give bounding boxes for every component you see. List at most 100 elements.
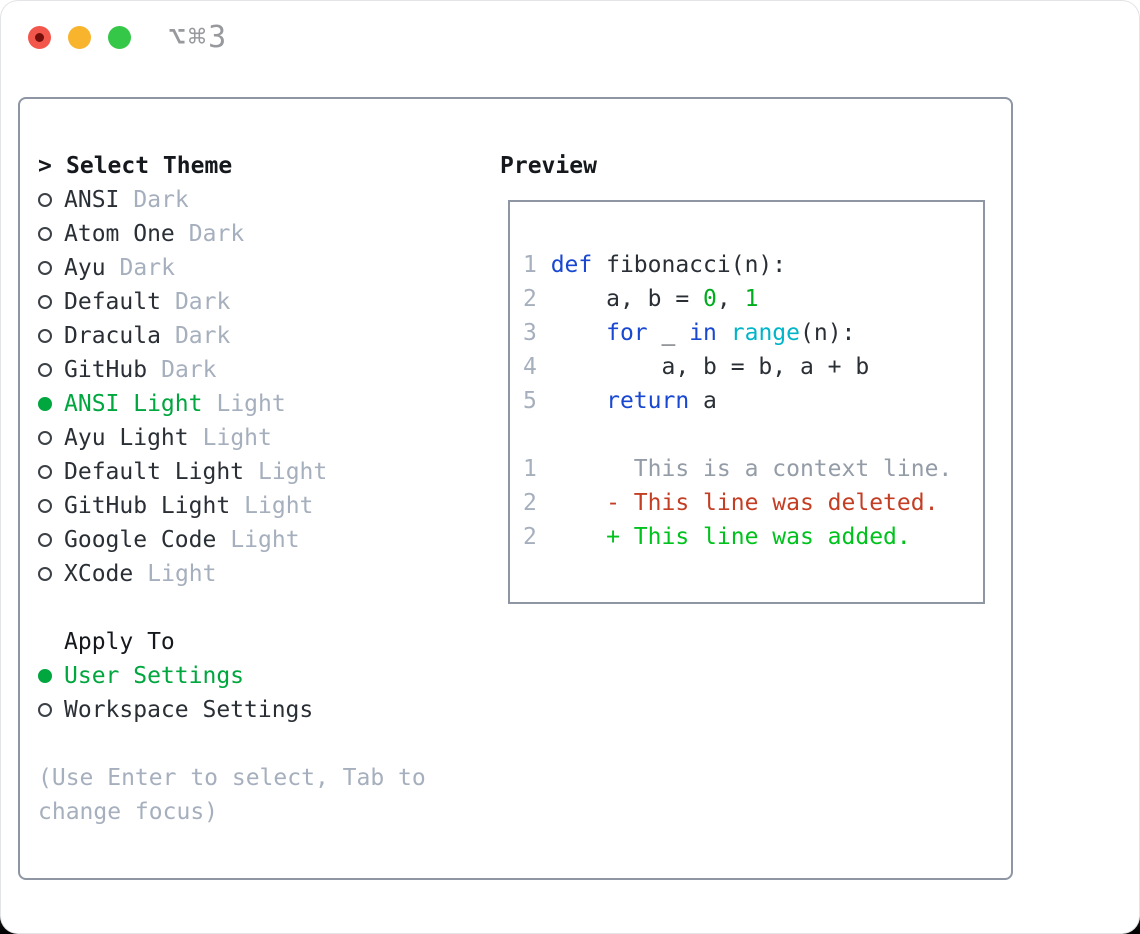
code-segment: a, b = b, a + b: [550, 354, 870, 380]
code-segment: 1: [744, 286, 759, 312]
radio-selected-icon: [38, 397, 52, 411]
code-line: 3 for _ in range(n):: [523, 316, 952, 350]
apply-to-header: Apply To: [38, 625, 426, 659]
theme-name: GitHub: [64, 357, 148, 383]
code-line: 2 a, b = 0, 1: [523, 282, 952, 316]
code-segment: 1: [523, 252, 551, 278]
keyboard-shortcut-label: ⌥⌘3: [168, 20, 229, 55]
spacer: [38, 591, 426, 625]
radio-icon: [38, 499, 52, 513]
code-segment: 2: [523, 286, 551, 312]
code-segment: [551, 490, 606, 516]
radio-icon: [38, 703, 52, 717]
code-segment: range: [730, 320, 800, 346]
close-button[interactable]: [28, 26, 51, 49]
radio-icon: [38, 533, 52, 547]
theme-name: GitHub Light: [64, 493, 231, 519]
theme-variant: Light: [244, 493, 314, 519]
code-segment: for: [606, 320, 648, 346]
code-line: 1 This is a context line.: [523, 452, 952, 486]
theme-option-github[interactable]: GitHub Dark: [38, 353, 426, 387]
radio-icon: [38, 329, 52, 343]
theme-variant: Dark: [119, 255, 175, 281]
spacer: [38, 727, 426, 761]
code-segment: This is a context line.: [550, 456, 953, 482]
theme-variant: Dark: [161, 357, 217, 383]
apply-option-user-settings[interactable]: User Settings: [38, 659, 426, 693]
theme-name: XCode: [64, 561, 134, 587]
code-line: 2 - This line was deleted.: [523, 486, 952, 520]
theme-name: Dracula: [64, 323, 161, 349]
prompt-caret-icon: >: [38, 153, 52, 179]
apply-option-workspace-settings[interactable]: Workspace Settings: [38, 693, 426, 727]
theme-variant: Dark: [174, 289, 231, 315]
code-segment: [717, 320, 731, 346]
code-segment: (n):: [800, 320, 856, 346]
code-segment: 2: [523, 490, 551, 516]
radio-icon: [38, 227, 52, 241]
theme-variant: Light: [216, 391, 286, 417]
theme-option-default[interactable]: Default Dark: [38, 285, 426, 319]
theme-option-ansi-light[interactable]: ANSI Light Light: [38, 387, 426, 421]
radio-selected-icon: [38, 669, 52, 683]
radio-icon: [38, 193, 52, 207]
minimize-button[interactable]: [68, 26, 91, 49]
theme-name: ANSI: [64, 187, 120, 213]
code-segment: a: [689, 388, 717, 414]
theme-name: Default: [64, 289, 161, 315]
code-segment: [551, 524, 606, 550]
radio-icon: [38, 295, 52, 309]
theme-option-ansi[interactable]: ANSI Dark: [38, 183, 426, 217]
code-segment: a, b =: [550, 286, 704, 312]
theme-option-ayu[interactable]: Ayu Dark: [38, 251, 426, 285]
apply-to-title: Apply To: [64, 629, 175, 655]
titlebar: [28, 26, 131, 49]
theme-variant: Dark: [133, 187, 189, 213]
radio-icon: [38, 261, 52, 275]
select-theme-header: > Select Theme: [38, 149, 426, 183]
code-line: 4 a, b = b, a + b: [523, 350, 952, 384]
code-segment: + This line was added.: [606, 524, 911, 550]
theme-name: Ayu: [64, 255, 106, 281]
theme-option-github-light[interactable]: GitHub Light Light: [38, 489, 426, 523]
code-segment: ,: [716, 286, 745, 312]
theme-variant: Light: [258, 459, 328, 485]
theme-name: Ayu Light: [64, 425, 189, 451]
code-segment: - This line was deleted.: [606, 490, 939, 516]
code-segment: 1: [523, 456, 551, 482]
theme-name: ANSI Light: [64, 391, 203, 417]
code-line: 5 return a: [523, 384, 952, 418]
record-dot-icon: [35, 33, 44, 42]
theme-name: Atom One: [64, 221, 175, 247]
preview-title: Preview: [500, 153, 597, 179]
code-segment: fibonacci(n):: [592, 252, 787, 278]
code-line: 1 def fibonacci(n):: [523, 248, 952, 282]
apply-option-label: User Settings: [64, 663, 245, 689]
code-segment: def: [550, 252, 593, 278]
code-segment: [551, 388, 606, 414]
code-segment: 2: [523, 524, 551, 550]
code-line: 2 + This line was added.: [523, 520, 952, 554]
code-segment: 3: [523, 320, 551, 346]
select-theme-title: Select Theme: [66, 153, 233, 179]
code-segment: return: [606, 388, 690, 414]
radio-icon: [38, 567, 52, 581]
zoom-button[interactable]: [108, 26, 131, 49]
code-segment: _: [647, 320, 690, 346]
code-segment: 5: [523, 388, 551, 414]
code-segment: 4: [523, 354, 551, 380]
theme-variant: Light: [230, 527, 300, 553]
help-text-line-2: change focus): [38, 799, 219, 825]
